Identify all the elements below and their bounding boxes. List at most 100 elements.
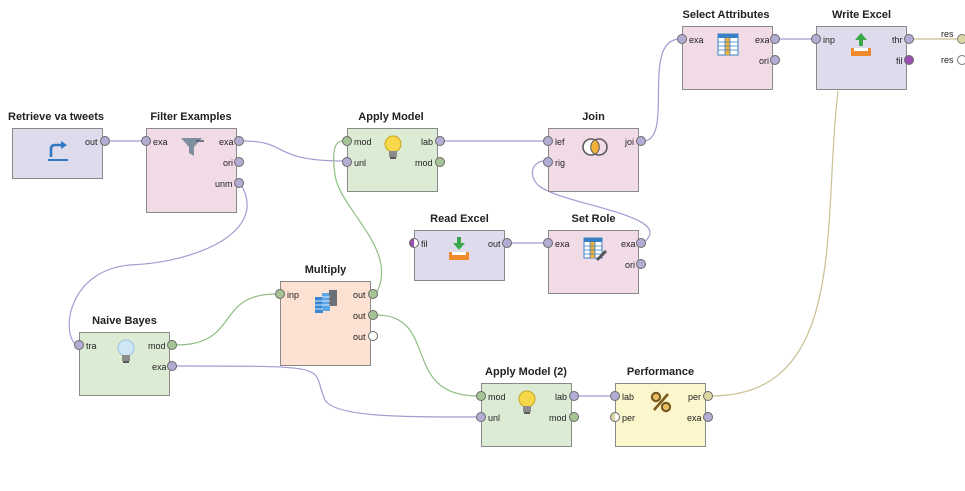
readexcel-fil-label: fil xyxy=(421,239,428,249)
perf-lab-label: lab xyxy=(622,392,635,402)
naive-mod-label: mod xyxy=(148,341,166,351)
naive-exa-port[interactable] xyxy=(167,361,177,371)
join-lef-port[interactable] xyxy=(543,136,553,146)
retrieve-out-port[interactable] xyxy=(100,136,110,146)
filter-exa-out-label: exa xyxy=(219,137,234,147)
multiply-operator[interactable]: inp out out out xyxy=(280,281,371,366)
wire-join-select xyxy=(642,38,681,142)
write-fil-port[interactable] xyxy=(904,55,914,65)
apply2-mod-out-port[interactable] xyxy=(569,412,579,422)
select-exa-out-label: exa xyxy=(755,35,770,45)
filter-exa-in-port[interactable] xyxy=(141,136,151,146)
result-res2-label: res xyxy=(941,55,954,65)
setrole-ori-port[interactable] xyxy=(636,259,646,269)
write-operator[interactable]: inp thr fil xyxy=(816,26,907,90)
percent-icon xyxy=(650,391,672,413)
filter-exa-out-port[interactable] xyxy=(234,136,244,146)
write-fil-label: fil xyxy=(896,56,903,66)
filter-unm-port[interactable] xyxy=(234,178,244,188)
apply2-lab-port[interactable] xyxy=(569,391,579,401)
multiply-out3-port[interactable] xyxy=(368,331,378,341)
multiply-out3-label: out xyxy=(353,332,366,342)
filter-operator[interactable]: exa exa ori unm xyxy=(146,128,237,213)
naive-tra-port[interactable] xyxy=(74,340,84,350)
filter-ori-port[interactable] xyxy=(234,157,244,167)
naive-exa-label: exa xyxy=(152,362,167,372)
apply1-unl-port[interactable] xyxy=(342,157,352,167)
setrole-operator[interactable]: exa exa ori xyxy=(548,230,639,294)
perf-per-in-label: per xyxy=(622,413,636,423)
apply1-operator[interactable]: mod unl lab mod xyxy=(347,128,438,192)
multiply-out2-label: out xyxy=(353,311,366,321)
excel-upload-icon xyxy=(851,33,871,56)
apply2-title: Apply Model (2) xyxy=(485,366,567,378)
lightbulb-outline-icon xyxy=(117,339,135,363)
wire-naive-apply2 xyxy=(175,365,479,418)
multiply-inp-label: inp xyxy=(287,290,300,300)
apply1-mod-in-label: mod xyxy=(354,137,372,147)
write-thr-label: thr xyxy=(892,35,903,45)
apply1-mod-in-port[interactable] xyxy=(342,136,352,146)
join-rig-port[interactable] xyxy=(543,157,553,167)
naive-operator[interactable]: tra mod exa xyxy=(79,332,170,396)
apply2-mod-in-port[interactable] xyxy=(476,391,486,401)
apply2-mod-out-label: mod xyxy=(549,413,567,423)
setrole-ori-label: ori xyxy=(625,260,636,270)
join-joi-port[interactable] xyxy=(636,136,646,146)
lightbulb-icon xyxy=(384,135,402,159)
multiply-blocks-icon xyxy=(315,290,337,313)
apply1-lab-label: lab xyxy=(421,137,434,147)
apply1-lab-port[interactable] xyxy=(435,136,445,146)
naive-mod-port[interactable] xyxy=(167,340,177,350)
filter-unm-label: unm xyxy=(215,179,233,189)
readexcel-operator[interactable]: fil out xyxy=(414,230,505,281)
retrieve-out-label: out xyxy=(85,137,98,147)
write-inp-label: inp xyxy=(823,35,836,45)
perf-lab-port[interactable] xyxy=(610,391,620,401)
setrole-title: Set Role xyxy=(571,213,616,225)
select-title: Select Attributes xyxy=(682,9,770,21)
filter-exa-in-label: exa xyxy=(153,137,168,147)
result-port-2[interactable] xyxy=(957,55,965,65)
select-exa-in-port[interactable] xyxy=(677,34,687,44)
perf-exa-port[interactable] xyxy=(703,412,713,422)
multiply-out1-port[interactable] xyxy=(368,289,378,299)
perf-per-out-port[interactable] xyxy=(703,391,713,401)
select-ori-label: ori xyxy=(759,56,770,66)
apply1-mod-out-port[interactable] xyxy=(435,157,445,167)
setrole-exa-out-port[interactable] xyxy=(636,238,646,248)
select-operator[interactable]: exa exa ori xyxy=(682,26,773,90)
write-inp-port[interactable] xyxy=(811,34,821,44)
readexcel-out-port[interactable] xyxy=(502,238,512,248)
select-exa-out-port[interactable] xyxy=(770,34,780,44)
write-thr-port[interactable] xyxy=(904,34,914,44)
apply2-unl-port[interactable] xyxy=(476,412,486,422)
apply1-mod-out-label: mod xyxy=(415,158,433,168)
apply1-unl-label: unl xyxy=(354,158,367,168)
setrole-exa-in-port[interactable] xyxy=(543,238,553,248)
wire-naive-multiply xyxy=(175,293,277,346)
retrieve-operator[interactable]: out xyxy=(12,128,103,179)
readexcel-fil-port[interactable] xyxy=(409,238,419,248)
retrieve-arrow-icon xyxy=(48,141,68,161)
perf-operator[interactable]: lab per per exa xyxy=(615,383,706,447)
funnel-icon xyxy=(181,138,204,156)
join-joi-label: joi xyxy=(625,137,635,147)
multiply-out2-port[interactable] xyxy=(368,310,378,320)
table-columns-icon xyxy=(717,33,739,56)
select-ori-port[interactable] xyxy=(770,55,780,65)
wire-filter-apply1 xyxy=(242,140,345,162)
excel-download-icon xyxy=(449,237,469,260)
apply2-unl-label: unl xyxy=(488,413,501,423)
wire-multiply-apply2 xyxy=(375,314,479,397)
perf-per-out-label: per xyxy=(688,392,702,402)
result-port-1[interactable] xyxy=(957,34,965,44)
setrole-exa-out-label: exa xyxy=(621,239,636,249)
perf-per-in-port[interactable] xyxy=(610,412,620,422)
join-operator[interactable]: lef rig joi xyxy=(548,128,639,192)
apply2-operator[interactable]: mod unl lab mod xyxy=(481,383,572,447)
perf-title: Performance xyxy=(626,366,695,378)
multiply-inp-port[interactable] xyxy=(275,289,285,299)
multiply-title: Multiply xyxy=(304,264,347,276)
